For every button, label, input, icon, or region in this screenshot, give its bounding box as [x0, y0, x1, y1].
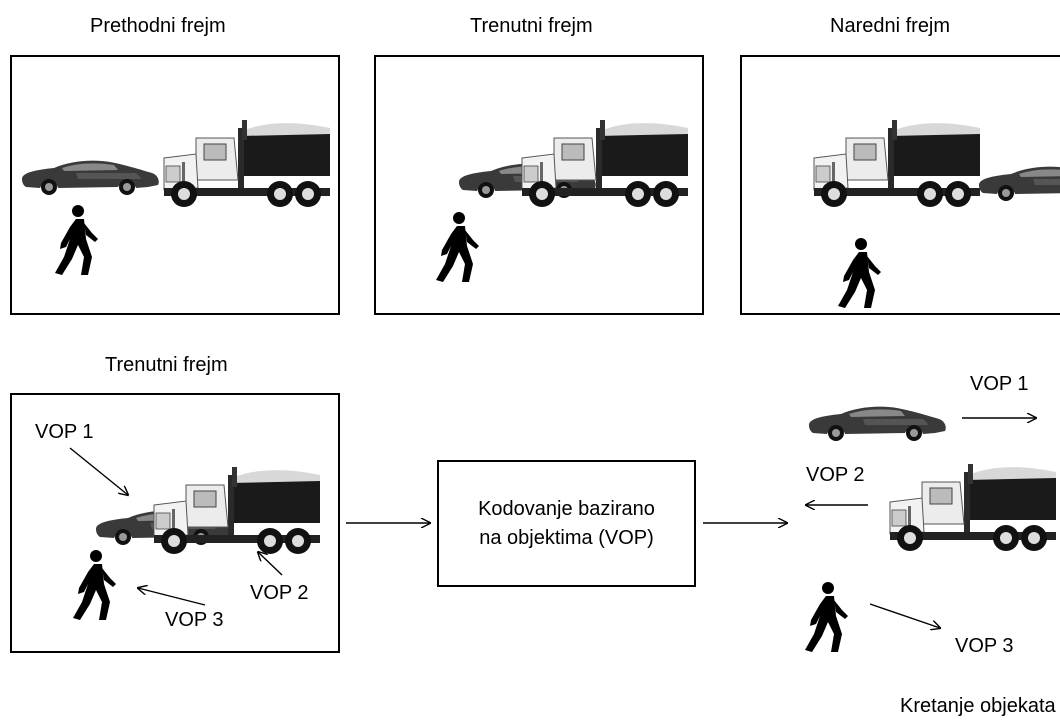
- truck-icon: [889, 463, 1057, 552]
- out-vop2-label: VOP 2: [806, 464, 865, 486]
- vop1-label: VOP 1: [35, 421, 94, 443]
- bottom-frame-label: Trenutni frejm: [105, 354, 228, 376]
- car-icon: [809, 406, 946, 441]
- pedestrian-icon: [55, 205, 98, 275]
- pedestrian-icon: [73, 550, 116, 620]
- out-vop3-label: VOP 3: [955, 635, 1014, 657]
- truck-icon: [813, 119, 981, 208]
- vop3-label: VOP 3: [165, 609, 224, 631]
- vop1-pointer-arrow: [69, 447, 128, 495]
- truck-icon: [163, 119, 331, 208]
- prev-frame-label: Prethodni frejm: [90, 15, 226, 37]
- car-icon: [22, 160, 159, 195]
- vop2-pointer-arrow: [258, 552, 283, 576]
- pedestrian-icon: [436, 212, 479, 282]
- process-box: Kodovanje bazirano na objektima (VOP): [437, 460, 696, 587]
- output-label: Kretanje objekata: [900, 695, 1056, 717]
- next-frame-label: Naredni frejm: [830, 15, 951, 37]
- process-line-1: Kodovanje bazirano: [478, 497, 655, 520]
- vop2-label: VOP 2: [250, 582, 309, 604]
- process-line-2: na objektima (VOP): [479, 526, 654, 549]
- pedestrian-icon: [838, 238, 881, 308]
- truck-icon: [521, 119, 689, 208]
- vop3-motion-arrow: [869, 603, 940, 628]
- truck-icon: [153, 466, 321, 555]
- vop3-pointer-arrow: [138, 588, 206, 606]
- car-icon: [979, 166, 1060, 201]
- curr-frame-label: Trenutni frejm: [470, 15, 593, 37]
- out-vop1-label: VOP 1: [970, 373, 1029, 395]
- pedestrian-icon: [805, 582, 848, 652]
